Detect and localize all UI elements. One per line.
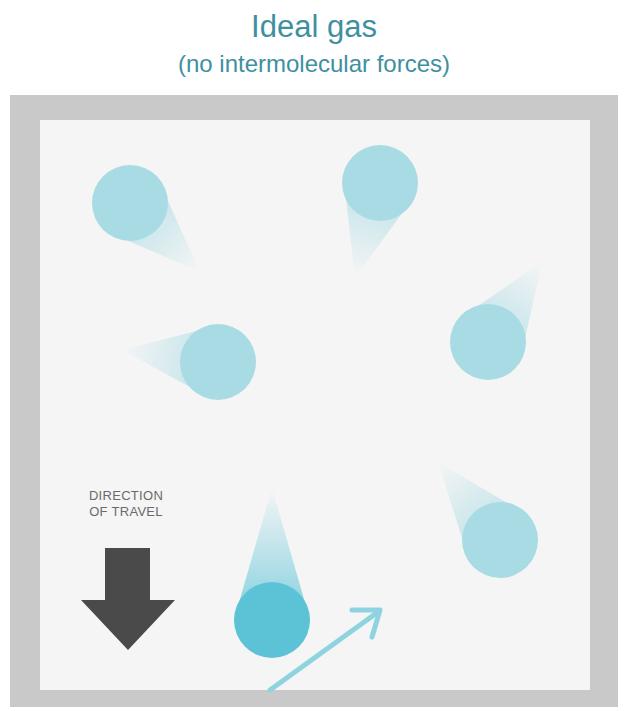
- gas-molecule: [450, 304, 526, 380]
- direction-arrow: [81, 548, 175, 650]
- bounce-arrow-head: [352, 610, 380, 637]
- gas-molecule: [180, 324, 256, 400]
- subtitle: (no intermolecular forces): [0, 50, 628, 79]
- bounce-arrow: [270, 612, 378, 690]
- gas-molecule: [342, 145, 418, 221]
- gas-molecules: [92, 145, 538, 658]
- motion-trails: [103, 173, 542, 620]
- gas-molecule: [462, 502, 538, 578]
- container-interior: [40, 120, 590, 690]
- container-wall: [10, 95, 618, 707]
- title: Ideal gas: [0, 8, 628, 45]
- gas-molecule: [92, 165, 168, 241]
- direction-label: DIRECTION OF TRAVEL: [78, 488, 174, 521]
- gas-molecule: [234, 582, 310, 658]
